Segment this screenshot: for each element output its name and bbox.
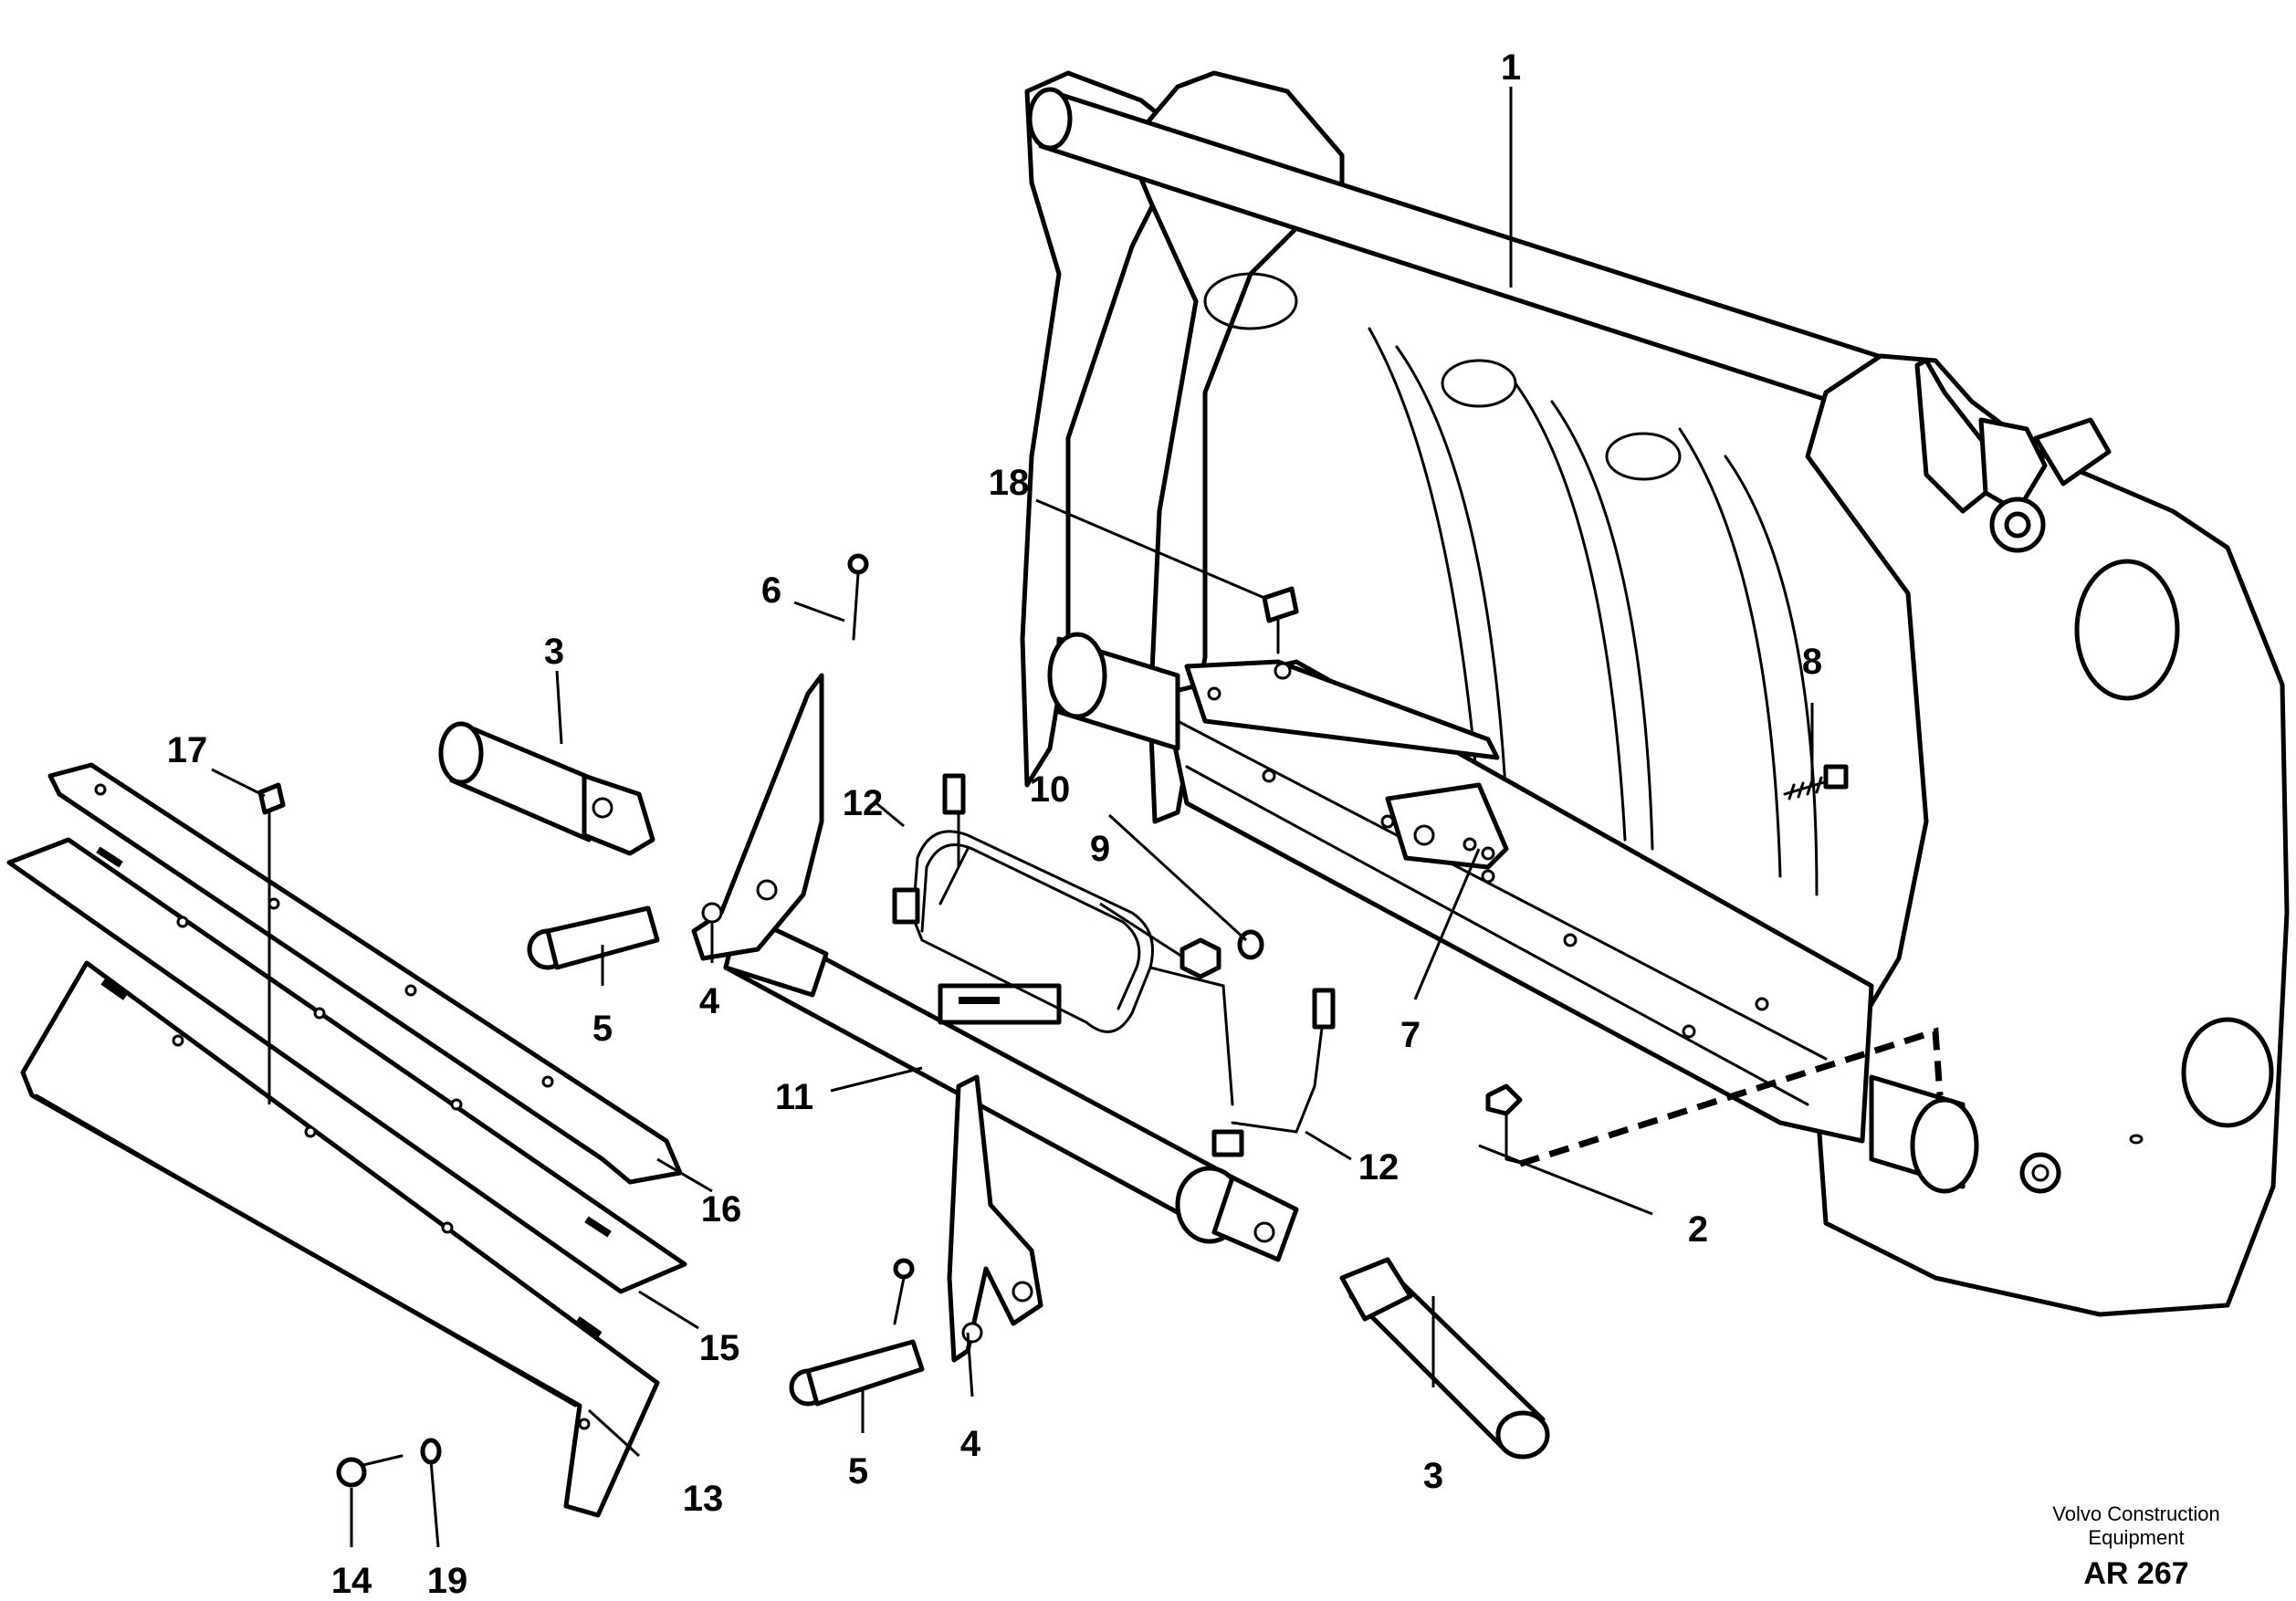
callout-15: 15 <box>699 1328 740 1368</box>
drawing-code: AR 267 <box>2083 1556 2188 1591</box>
callout-2: 2 <box>1688 1209 1708 1250</box>
callout-7: 7 <box>1400 1015 1421 1055</box>
wear-plate-15 <box>6 837 687 1294</box>
callout-5a: 5 <box>592 1009 613 1049</box>
callouts: 1 2 3 3 4 4 5 5 6 7 8 9 10 11 12 12 13 1… <box>167 47 1822 1601</box>
bracket-lower <box>947 1074 1043 1363</box>
callout-1: 1 <box>1501 47 1521 88</box>
callout-3a: 3 <box>544 632 564 672</box>
callout-13: 13 <box>683 1479 724 1519</box>
pin-5-upper <box>527 905 660 970</box>
callout-14: 14 <box>331 1561 372 1601</box>
callout-17: 17 <box>167 730 208 770</box>
clip-pin-lower <box>893 1258 915 1325</box>
callout-3b: 3 <box>1423 1456 1443 1496</box>
brand-line-1: Volvo Construction <box>2052 1502 2219 1525</box>
lube-line-2 <box>1518 1027 1944 1167</box>
screw-17 <box>257 782 286 1104</box>
callout-12a: 12 <box>843 783 884 823</box>
wear-strip-16 <box>47 762 683 1185</box>
bracket-upper <box>691 673 824 961</box>
pin-3-upper <box>438 721 655 856</box>
callout-9: 9 <box>1090 829 1110 869</box>
bolt-8 <box>1783 764 1849 800</box>
callout-6: 6 <box>761 570 781 611</box>
clip-pin-6 <box>847 553 869 641</box>
hardware-18 <box>1262 586 1299 680</box>
callout-8: 8 <box>1802 642 1822 682</box>
hose-assembly <box>892 773 1336 1157</box>
callout-11: 11 <box>775 1077 813 1117</box>
washer-19 <box>420 1438 442 1465</box>
callout-4a: 4 <box>699 981 720 1021</box>
brand-line-2: Equipment <box>2088 1526 2184 1549</box>
nut-9 <box>1179 937 1221 979</box>
footer: Volvo Construction Equipment AR 267 <box>2052 1502 2219 1591</box>
leader-lines <box>211 87 1814 1548</box>
screw-14 <box>336 1454 404 1488</box>
callout-12b: 12 <box>1358 1147 1400 1188</box>
callout-4b: 4 <box>960 1424 981 1464</box>
attachment-frame <box>1020 70 2290 1317</box>
callout-19: 19 <box>427 1561 468 1601</box>
callout-10: 10 <box>1030 769 1071 810</box>
pin-5-lower <box>789 1339 925 1407</box>
callout-18: 18 <box>989 463 1030 503</box>
callout-5b: 5 <box>848 1451 868 1491</box>
callout-16: 16 <box>701 1189 742 1230</box>
wear-plate-13 <box>20 960 660 1518</box>
pin-3-lower <box>1339 1257 1550 1460</box>
